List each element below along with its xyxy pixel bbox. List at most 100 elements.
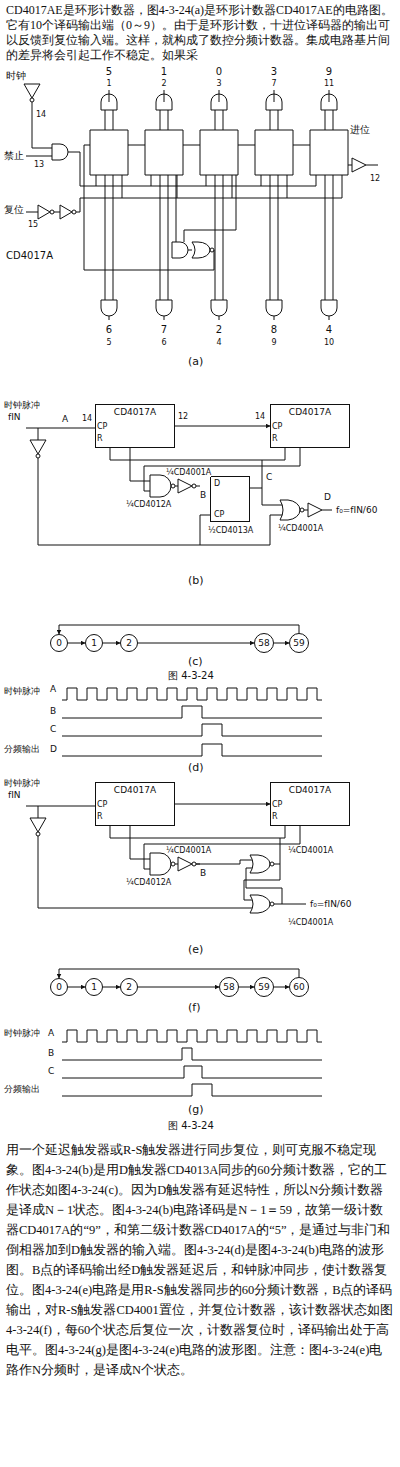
waveform-trace — [62, 1084, 322, 1096]
signal-label: ¼CD4001A — [166, 846, 211, 855]
signal-label: R — [97, 812, 103, 821]
signal-label: 4 — [216, 338, 221, 347]
signal-label: ¼CD4012A — [126, 500, 171, 509]
signal-label: ¼CD4001A — [166, 468, 211, 477]
nor-gate — [280, 500, 300, 520]
signal-label: CP — [97, 800, 107, 809]
signal-label: 时钟脉冲 — [4, 1028, 40, 1038]
node-text: 1 — [91, 982, 97, 992]
state-circle: 58 — [219, 977, 239, 997]
connector — [175, 804, 270, 805]
wire — [26, 90, 378, 320]
d-flip-flop: DCP — [210, 476, 250, 522]
signal-label: 9 — [326, 66, 332, 78]
signal-label: fIN — [8, 412, 21, 422]
node-text: CP — [214, 510, 224, 519]
waveform-trace — [62, 744, 322, 756]
inverter-bubble — [30, 98, 34, 102]
signal-label: 2 — [161, 79, 166, 88]
node-text: 2 — [126, 982, 132, 992]
signal-label: B — [50, 706, 56, 716]
signal-label: ¼CD4001A — [288, 846, 333, 855]
signal-label: 3 — [271, 66, 277, 78]
signal-label: R — [272, 434, 278, 443]
nor-gate — [192, 242, 210, 258]
buffer-symbol — [308, 503, 322, 517]
signal-label: 复位 — [4, 204, 24, 216]
signal-label: 10 — [324, 338, 334, 347]
waveform-trace — [62, 1030, 322, 1042]
state-circle: 0 — [50, 978, 68, 996]
signal-label: CP — [97, 422, 107, 431]
signal-label: ½CD4013A — [208, 526, 253, 535]
signal-label: C — [50, 724, 56, 734]
signal-label: 7 — [271, 79, 276, 88]
signal-label: f₀=fIN/60 — [336, 505, 377, 515]
flip-flop-box — [90, 130, 348, 175]
wire — [38, 458, 332, 545]
signal-label: 时钟脉冲 — [4, 686, 40, 696]
inverter-bubble — [72, 210, 76, 214]
signal-label: C — [48, 1066, 54, 1076]
state-circle: 2 — [120, 634, 138, 652]
waveform-trace — [62, 1066, 322, 1078]
connector — [274, 987, 289, 988]
paragraph-text: CD4017AE是环形计数器，图4-3-24(a)是环形计数器CD4017AE的… — [6, 3, 394, 63]
node-text: 59 — [293, 638, 304, 648]
signal-label: 7 — [161, 324, 167, 336]
signal-label: D — [50, 744, 57, 754]
signal-label: 0 — [216, 66, 222, 78]
state-circle: 1 — [85, 634, 103, 652]
state-circle: 58 — [254, 633, 274, 653]
signal-label: 12 — [370, 174, 380, 183]
connector — [68, 643, 85, 644]
node-text: 58 — [223, 982, 234, 992]
node-text: CD4017A — [289, 407, 331, 417]
signal-label: (c) — [188, 656, 203, 669]
signal-label: 2 — [216, 324, 222, 336]
waveforms — [62, 688, 322, 1096]
signal-label: A — [62, 414, 68, 424]
signal-label: ¼CD4012A — [126, 878, 171, 887]
signal-label: 进位 — [350, 124, 370, 136]
signal-label: B — [200, 868, 206, 878]
connector — [138, 987, 219, 988]
signal-label: ¼CD4001A — [278, 524, 323, 533]
signal-label: 图 4-3-24 — [168, 670, 214, 682]
waveform-trace — [62, 706, 322, 718]
signal-label: C — [266, 472, 272, 482]
signal-label: ¼CD4001A — [288, 918, 333, 927]
signal-label: 5 — [106, 66, 112, 78]
state-circle: 59 — [254, 977, 274, 997]
signal-label: (e) — [188, 944, 203, 957]
signal-label: A — [50, 684, 56, 694]
signal-label: 1 — [161, 66, 167, 78]
signal-label: 3 — [216, 79, 221, 88]
signal-label: 6 — [106, 324, 112, 336]
node-text: 0 — [56, 638, 62, 648]
signal-label: f₀=fIN/60 — [310, 899, 351, 909]
waveform-trace — [62, 1048, 322, 1060]
signal-label: 9 — [271, 338, 276, 347]
node-text: 2 — [126, 638, 132, 648]
signal-label: (b) — [188, 575, 204, 588]
node-text: CD4017A — [289, 785, 331, 795]
nor-bubble — [270, 862, 274, 866]
signal-label: 时钟脉冲 — [4, 778, 40, 788]
connector — [103, 643, 120, 644]
signal-label: (a) — [188, 356, 203, 369]
inverter-symbol — [24, 84, 366, 219]
node-text: 60 — [293, 982, 304, 992]
nor-bubble — [270, 902, 274, 906]
signal-label: 14 — [82, 414, 92, 423]
signal-label: B — [200, 490, 206, 500]
signal-label: 图 4-3-24 — [168, 1120, 214, 1132]
signal-label: R — [97, 434, 103, 443]
state-circle: 59 — [289, 633, 309, 653]
nor-bubble — [210, 248, 214, 252]
signal-label: CP — [272, 800, 282, 809]
nor-bubble — [300, 508, 304, 512]
signal-label: 5 — [106, 338, 111, 347]
signal-label: (d) — [188, 762, 204, 775]
